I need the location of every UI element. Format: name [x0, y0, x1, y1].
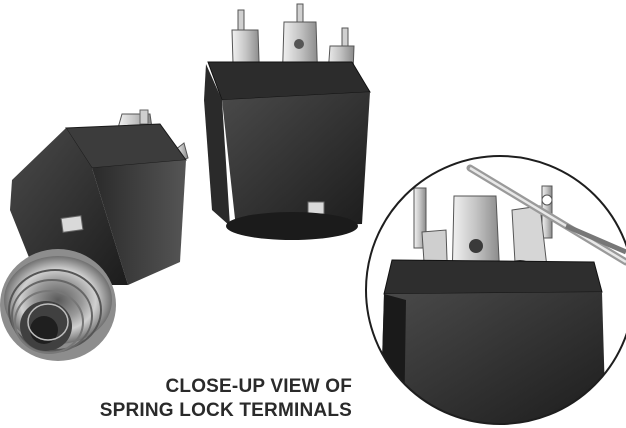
- jack-front-view: [0, 109, 189, 361]
- jack-rear-view: [204, 3, 371, 240]
- terminal-closeup-inset: [365, 155, 626, 425]
- caption-line-1: CLOSE-UP VIEW OF: [165, 376, 352, 397]
- caption-line-2: SPRING LOCK TERMINALS: [99, 400, 352, 421]
